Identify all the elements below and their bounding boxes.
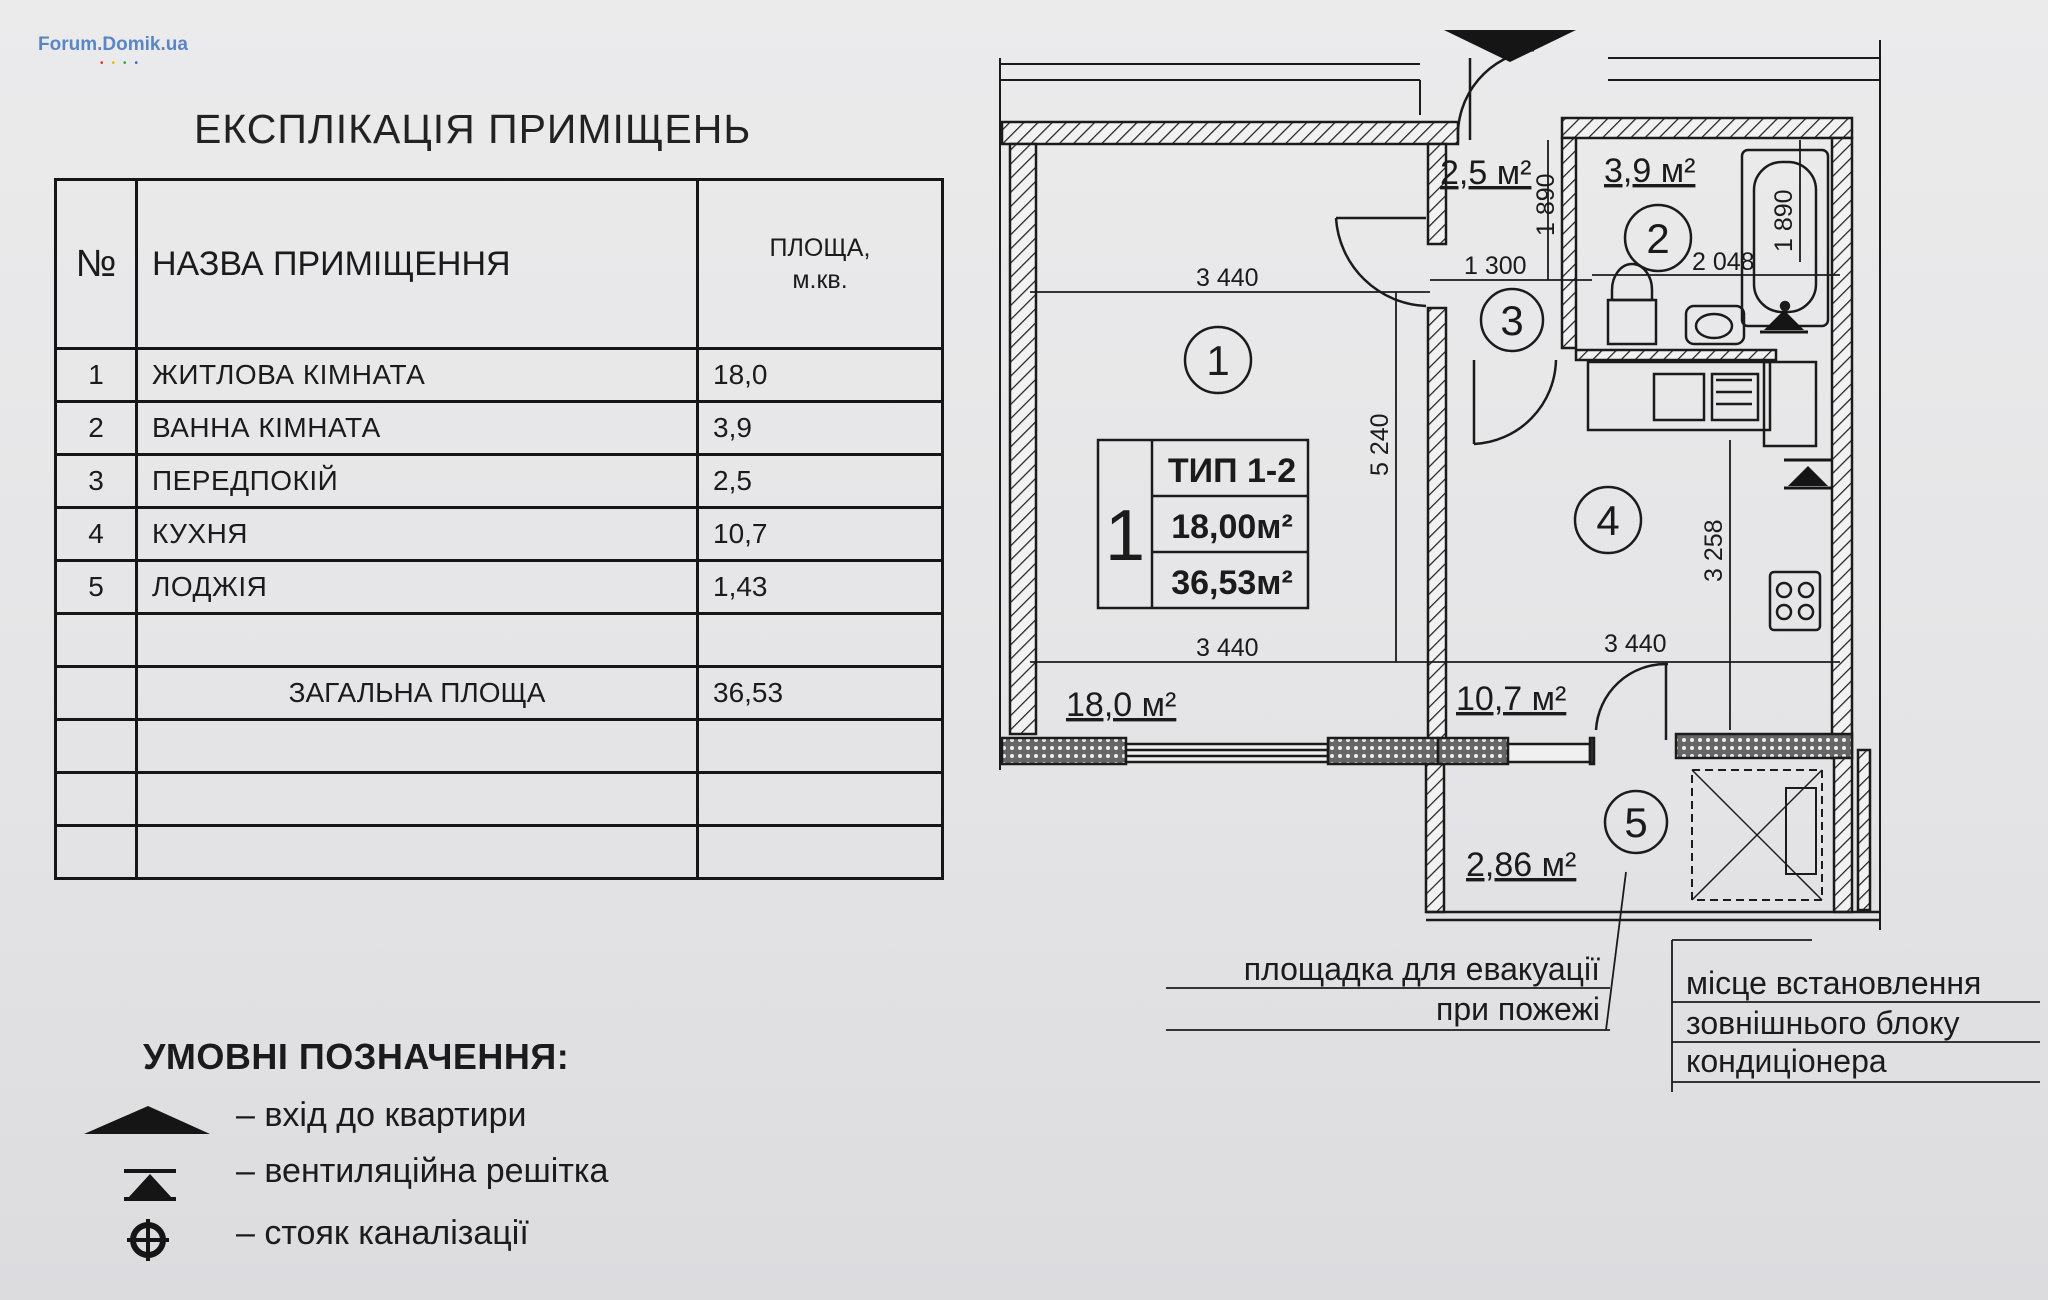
vent-grille-icon [124, 1169, 176, 1201]
area-room-3: 2,5 м² [1440, 154, 1531, 192]
area-room-5: 2,86 м² [1466, 846, 1576, 884]
table-row-empty [54, 824, 944, 880]
table-row: 1 ЖИТЛОВА КІМНАТА 18,0 [54, 347, 944, 403]
table-header-row: № НАЗВА ПРИМІЩЕННЯ ПЛОЩА, м.кв. [54, 178, 944, 350]
watermark: Forum.Domik.ua [38, 34, 188, 55]
total-label: ЗАГАЛЬНА ПЛОЩА [135, 665, 699, 721]
header-room-name: НАЗВА ПРИМІЩЕННЯ [135, 178, 699, 350]
watermark-dots: •••• [100, 58, 147, 69]
legend-item-vent: – вентиляційна решітка [236, 1152, 609, 1190]
type-box-count: 1 [1105, 496, 1145, 576]
room-number-1: 1 [1206, 337, 1229, 384]
legend-item-sewer: – стояк каналізації [236, 1214, 529, 1252]
entrance-icon [84, 1106, 210, 1134]
legend-item-entrance: – вхід до квартири [236, 1096, 527, 1134]
row-room-name: ЖИТЛОВА КІМНАТА [135, 347, 699, 403]
header-area-line2: м.кв. [792, 266, 848, 294]
explication-title: ЕКСПЛІКАЦІЯ ПРИМІЩЕНЬ [194, 106, 752, 152]
row-number: 1 [54, 347, 138, 403]
room-number-circles [1183, 203, 1693, 855]
row-number: 5 [54, 559, 138, 615]
dim-label: 2 048 [1692, 248, 1755, 276]
table-row: 4 КУХНЯ 10,7 [54, 506, 944, 562]
header-number: № [54, 178, 138, 350]
entrance-marker-icon [1444, 30, 1576, 62]
explication-table: № НАЗВА ПРИМІЩЕННЯ ПЛОЩА, м.кв. 1 ЖИТЛОВ… [54, 178, 944, 880]
row-area: 2,5 [696, 453, 944, 509]
plan-dimension-lines [1030, 140, 1840, 730]
room-number-3: 3 [1500, 297, 1523, 344]
table-row-empty [54, 718, 944, 774]
sewer-riser-icon [127, 1219, 169, 1261]
dimension-labels: 3 440 1 300 2 048 3 440 3 440 1 890 1 89… [1196, 173, 1798, 662]
table-row: 2 ВАННА КІМНАТА 3,9 [54, 400, 944, 456]
dim-label: 1 300 [1464, 252, 1527, 280]
plan-doors [1334, 48, 1669, 740]
plan-walls [999, 40, 1881, 930]
total-area: 36,53 [696, 665, 944, 721]
room-number-2: 2 [1646, 215, 1669, 262]
table-row-empty [54, 771, 944, 827]
row-room-name: ЛОДЖІЯ [135, 559, 699, 615]
dim-label: 5 240 [1366, 413, 1394, 476]
row-number: 4 [54, 506, 138, 562]
row-number: 3 [54, 453, 138, 509]
dim-label: 1 890 [1532, 173, 1560, 236]
annotation-ac-unit: місце встановлення зовнішнього блоку кон… [1671, 939, 2040, 1092]
row-room-name: ВАННА КІМНАТА [135, 400, 699, 456]
row-area: 1,43 [696, 559, 944, 615]
row-area: 10,7 [696, 506, 944, 562]
dim-label: 3 440 [1196, 264, 1259, 292]
room-number-5: 5 [1624, 799, 1647, 846]
room-areas: 2,5 м² 3,9 м² 18,0 м² 10,7 м² 2,86 м² [1066, 152, 1695, 884]
header-area-line1: ПЛОЩА, [769, 234, 871, 262]
plan-vent-marks [1760, 310, 1832, 490]
row-room-name: КУХНЯ [135, 506, 699, 562]
evacuation-note-line1: площадка для евакуації [1244, 951, 1600, 987]
row-area: 18,0 [696, 347, 944, 403]
table-row-empty [54, 612, 944, 668]
ac-note-line1: місце встановлення [1686, 965, 1981, 1001]
area-room-2: 3,9 м² [1604, 152, 1695, 190]
evacuation-note-line2: при пожежі [1436, 991, 1600, 1027]
header-area: ПЛОЩА, м.кв. [696, 178, 944, 350]
row-area: 3,9 [696, 400, 944, 456]
ac-note-line2: зовнішнього блоку [1686, 1005, 1959, 1041]
dim-label: 1 890 [1770, 189, 1798, 252]
type-box-type: ТИП 1-2 [1168, 452, 1296, 490]
type-box: 1 ТИП 1-2 18,00м² 36,53м² [1096, 438, 1310, 610]
table-row: 5 ЛОДЖІЯ 1,43 [54, 559, 944, 615]
table-total-row: ЗАГАЛЬНА ПЛОЩА 36,53 [54, 665, 944, 721]
annotation-evacuation: площадка для евакуації при пожежі [1166, 871, 1627, 1031]
area-room-1: 18,0 м² [1066, 686, 1176, 724]
ac-note-line3: кондиціонера [1686, 1043, 1887, 1079]
dim-label: 3 258 [1700, 519, 1728, 582]
table-row: 3 ПЕРЕДПОКІЙ 2,5 [54, 453, 944, 509]
type-box-total-area: 36,53м² [1171, 564, 1293, 602]
row-number: 2 [54, 400, 138, 456]
row-room-name: ПЕРЕДПОКІЙ [135, 453, 699, 509]
type-box-living-area: 18,00м² [1171, 508, 1293, 546]
dim-label: 3 440 [1196, 634, 1259, 662]
legend-title: УМОВНІ ПОЗНАЧЕННЯ: [143, 1036, 570, 1077]
room-numbers: 1 2 3 4 5 [1206, 215, 1669, 846]
room-number-4: 4 [1596, 497, 1619, 544]
dim-label: 3 440 [1604, 630, 1667, 658]
area-room-4: 10,7 м² [1456, 680, 1566, 718]
